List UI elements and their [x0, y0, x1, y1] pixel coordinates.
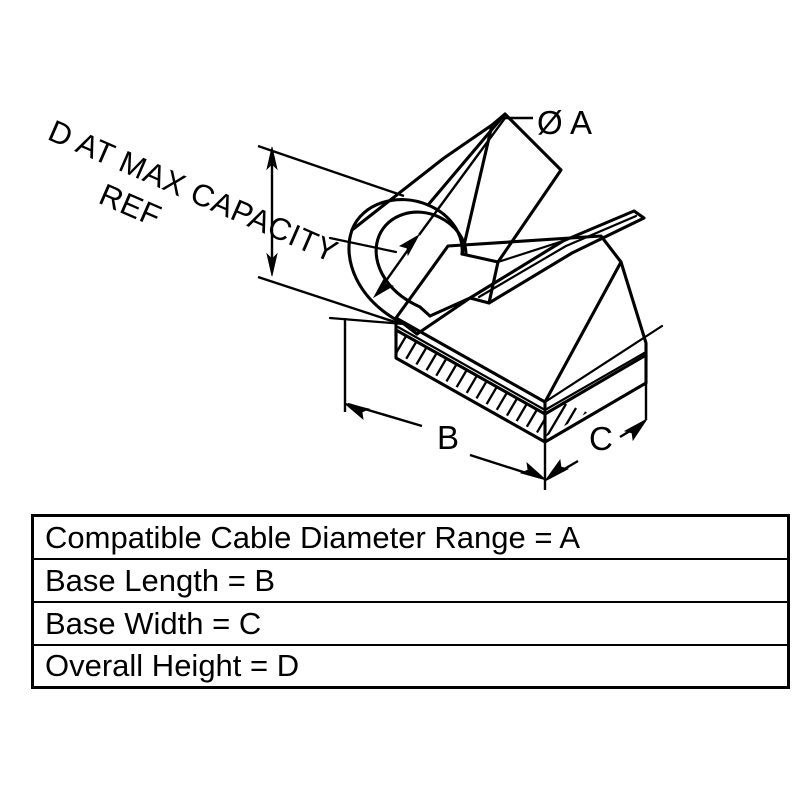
base-plate-top-face [396, 236, 601, 402]
clip-base-back-line [328, 316, 406, 326]
legend-row-label-c: Base Width = C [32, 600, 789, 645]
table-row: Overall Height = D [32, 643, 789, 688]
base-plate-top-outline [394, 234, 623, 404]
dimension-d-arrowhead-bottom [266, 252, 278, 277]
clip-tongue-inner-line [477, 214, 638, 299]
cable-clip-loop [328, 112, 664, 404]
legend-row-label-d: Overall Height = D [32, 643, 789, 688]
table-row: Base Length = B [32, 557, 789, 602]
clip-arm-ridge-line [426, 112, 507, 207]
clip-foot-left-edge [402, 322, 419, 336]
table-row: Compatible Cable Diameter Range = A [33, 516, 789, 559]
clip-arm-back-edge [350, 123, 494, 232]
dimension-d-lower-extension-line [257, 275, 405, 327]
clip-loop-inner-curve [374, 210, 468, 309]
dimension-d-group [257, 144, 405, 327]
dimension-c-group: C [544, 355, 648, 482]
clip-foot-inner-edge [418, 305, 432, 318]
dimension-a-label: Ø A [537, 104, 592, 141]
note-d-at-max-capacity: D AT MAX CAPACITY REF [43, 113, 343, 269]
dimension-a-arrowhead-upper [398, 233, 421, 257]
dimension-a-leader-line [418, 116, 533, 236]
legend-table: Compatible Cable Diameter Range = A Base… [31, 514, 790, 689]
dimension-a-arrowhead-lower [372, 275, 395, 299]
legend-row-label-b: Base Length = B [32, 557, 789, 602]
base-plate-right-parting-line [543, 350, 648, 412]
dimension-b-group: B [343, 318, 547, 490]
dimension-diameter-a-group: Ø A [372, 104, 592, 299]
dimension-b-arrowhead-right [519, 461, 547, 481]
note-line-1: D AT MAX CAPACITY [43, 113, 343, 269]
dimension-c-label: C [589, 420, 613, 457]
base-back-projection-line [543, 324, 664, 404]
clip-back-construction-line [328, 236, 398, 254]
base-plate-front-parting-line [396, 325, 547, 412]
table-row: Base Width = C [32, 600, 789, 645]
dimension-b-arrowhead-left [343, 402, 371, 420]
legend-row-label-a: Compatible Cable Diameter Range = A [45, 519, 581, 555]
clip-loop-outer-curve [347, 198, 464, 326]
dimension-c-arrowhead-right [623, 418, 648, 442]
dimension-d-arrowhead-top [266, 146, 278, 171]
legend-table-body: Compatible Cable Diameter Range = A Base… [32, 516, 789, 688]
clip-lip-edge [496, 239, 565, 264]
dimension-b-label: B [437, 419, 459, 456]
dimension-c-arrowhead-left [544, 458, 570, 482]
dimension-d-upper-extension-line [257, 144, 405, 198]
adhesive-right-face [545, 355, 646, 442]
